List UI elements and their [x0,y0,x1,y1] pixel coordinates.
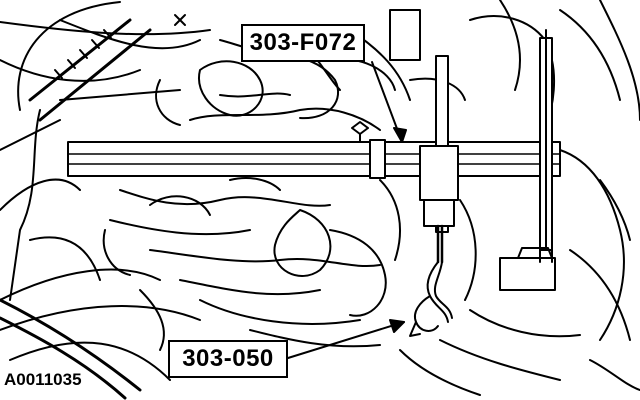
lifting-hook-icon [409,261,453,337]
tool-label-303-050: 303-050 [168,340,288,378]
tool-label-303-F072: 303-F072 [241,24,365,62]
leader-lines [287,61,407,359]
figure-code: A0011035 [4,370,82,389]
engine-support-bar-icon [67,29,561,291]
